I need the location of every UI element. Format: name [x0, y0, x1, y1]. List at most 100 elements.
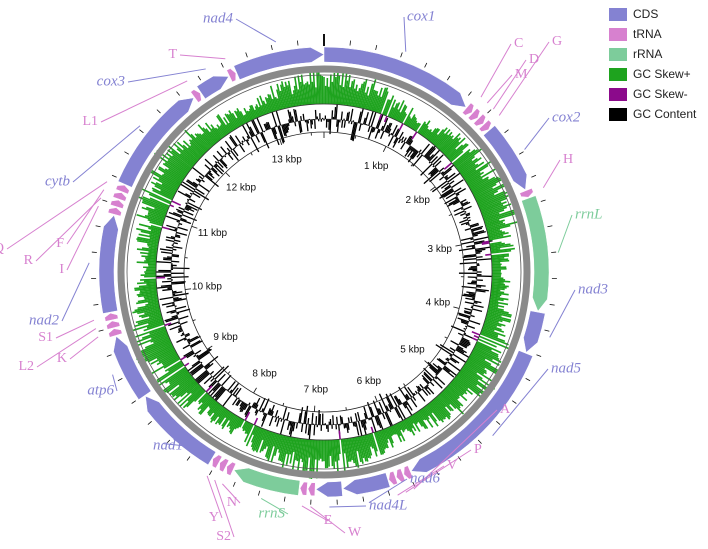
gc-skew-bar	[242, 421, 249, 432]
gc-skew-bar	[489, 298, 499, 302]
gc-content-bar	[469, 222, 479, 227]
outer-tick	[297, 40, 299, 46]
gc-content-bar	[463, 254, 477, 257]
gc-skew-bar	[259, 95, 268, 115]
gc-skew-bar	[474, 183, 505, 200]
gc-skew-bar	[490, 291, 509, 296]
gc-skew-bar	[419, 409, 434, 428]
gc-content-bar	[347, 423, 350, 430]
gc-skew-bar	[481, 242, 490, 245]
gc-skew-bar	[482, 206, 508, 217]
label-R: R	[24, 253, 34, 268]
gc-content-bar	[391, 124, 398, 136]
gc-skew-bar	[375, 431, 385, 455]
gc-skew-bar	[189, 142, 204, 156]
gc-content-bar	[404, 401, 408, 406]
gc-content-bar	[436, 358, 446, 366]
kbp-tick-label: 5 kbp	[400, 345, 425, 356]
gc-skew-bar	[136, 330, 167, 343]
gc-skew-bar	[481, 330, 499, 338]
gc-skew-bar	[165, 152, 191, 172]
gc-skew-bar	[337, 439, 341, 455]
label-L1: L1	[82, 114, 98, 129]
gc-content-bar	[303, 411, 307, 424]
label-atp6: atp6	[87, 382, 114, 398]
gc-skew-bar	[156, 352, 178, 366]
gc-content-bar	[201, 179, 205, 183]
gc-content-bar	[220, 158, 228, 167]
gc-skew-bar	[471, 331, 481, 336]
gc-content-bar	[361, 419, 368, 438]
gc-skew-bar	[169, 370, 189, 385]
leader-rrnS	[260, 498, 289, 515]
gc-skew-bar	[165, 367, 187, 384]
gc-skew-bar	[423, 129, 430, 138]
gc-skew-bar	[343, 438, 349, 468]
gc-skew-bar	[467, 168, 497, 187]
gc-content-bar	[195, 188, 205, 195]
gc-skew-track	[131, 66, 518, 479]
gc-skew-bar	[439, 393, 451, 406]
gc-skew-bar	[210, 124, 223, 140]
gc-skew-bar	[470, 176, 496, 192]
gc-skew-bar	[206, 401, 218, 414]
gc-content-bar	[171, 314, 178, 318]
gc-content-bar	[219, 159, 228, 169]
gc-content-bar	[307, 417, 310, 425]
gc-skew-bar	[248, 110, 254, 121]
gc-skew-bar	[161, 354, 179, 365]
label-G: G	[552, 34, 562, 49]
gc-content-bar	[164, 316, 178, 322]
gc-content-bar	[381, 117, 389, 131]
gc-skew-bar	[475, 190, 499, 202]
gc-content-bar	[353, 421, 357, 427]
gc-content-bar	[273, 127, 278, 135]
gc-content-bar	[443, 190, 455, 198]
gc-skew-bar	[276, 83, 285, 110]
gc-skew-bar	[299, 81, 305, 106]
gc-skew-bar	[488, 234, 512, 241]
gc-skew-bar	[475, 342, 492, 351]
gc-skew-bar	[453, 378, 473, 396]
gc-skew-bar	[451, 380, 468, 395]
gc-skew-bar	[228, 414, 237, 427]
gc-baseline-ring	[170, 118, 478, 426]
outer-tick	[117, 378, 123, 382]
gc-content-bar	[463, 333, 473, 339]
gc-skew-bar	[148, 227, 162, 233]
gc-skew-bar	[305, 83, 309, 105]
gc-skew-bar	[274, 96, 280, 111]
gc-content-bar	[467, 324, 476, 329]
gc-skew-bar	[164, 360, 182, 372]
gc-skew-bar	[469, 176, 489, 189]
gc-skew-bar	[244, 422, 252, 434]
gc-content-bar	[239, 401, 244, 407]
gc-skew-bar	[244, 423, 254, 443]
gc-skew-bar	[184, 362, 190, 367]
gc-content-bar	[418, 149, 422, 153]
outer-tick	[232, 481, 236, 487]
gc-content-bar	[278, 125, 285, 143]
gc-skew-bar	[453, 151, 470, 166]
gc-skew-bar	[469, 355, 500, 374]
gc-content-bar	[176, 220, 180, 223]
gc-content-bar	[460, 321, 468, 325]
gc-skew-bar	[286, 85, 293, 108]
outer-tick	[257, 490, 261, 496]
gc-skew-bar	[180, 355, 187, 361]
gc-skew-bar	[143, 323, 165, 332]
label-S1: S1	[38, 330, 53, 345]
gc-content-bar	[407, 386, 415, 397]
gc-content-bar	[248, 131, 253, 138]
gc-content-bar	[329, 119, 332, 135]
label-P: P	[474, 442, 482, 457]
outer-tick	[95, 225, 101, 228]
gc-content-bar	[385, 405, 390, 411]
gc-content-bar	[398, 131, 404, 140]
gc-content-bar	[251, 402, 256, 408]
gc-content-bar	[432, 362, 442, 371]
gc-skew-bar	[167, 144, 194, 167]
gc-content-bar	[165, 239, 175, 243]
gc-skew-bar	[329, 74, 332, 105]
gc-content-bar	[463, 310, 472, 314]
